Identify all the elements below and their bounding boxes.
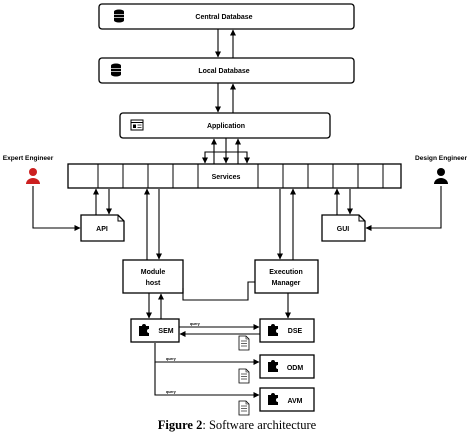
caption-text: Software architecture xyxy=(208,418,317,432)
document-icon xyxy=(238,368,250,384)
sem-label: SEM xyxy=(158,328,173,335)
execution-manager-label-line2: Manager xyxy=(272,280,301,287)
query-label-avm: query xyxy=(166,390,176,394)
window-icon xyxy=(130,119,144,131)
central-database-box: Central Database xyxy=(98,3,355,30)
manager-flow-arrows xyxy=(182,281,291,319)
gui-label: GUI xyxy=(337,226,350,233)
avm-box: AVM xyxy=(259,387,315,412)
query-label-dse: query xyxy=(190,322,200,326)
execution-manager-box: Execution Manager xyxy=(254,259,319,294)
document-icon xyxy=(238,335,250,351)
design-engineer-actor: Design Engineer xyxy=(415,155,467,184)
design-engineer-label: Design Engineer xyxy=(415,155,467,162)
avm-label: AVM xyxy=(287,398,302,405)
odm-box: ODM xyxy=(259,354,315,379)
gui-box: GUI xyxy=(321,214,366,242)
host-sem-arrows xyxy=(146,293,164,319)
dse-label: DSE xyxy=(288,328,303,335)
query-labels: query query query xyxy=(166,322,200,394)
services-label: Services xyxy=(212,174,241,181)
architecture-diagram: Central Database Local Database Applicat… xyxy=(3,3,467,416)
caption-separator: : xyxy=(202,418,209,432)
central-database-label: Central Database xyxy=(195,14,252,21)
dse-box: DSE xyxy=(259,318,315,343)
execution-manager-label-line1: Execution xyxy=(269,269,302,276)
application-label: Application xyxy=(207,123,245,130)
api-box: API xyxy=(80,214,125,242)
query-label-odm: query xyxy=(166,357,176,361)
interface-arrows xyxy=(32,186,442,231)
person-icon xyxy=(26,168,40,184)
database-icon xyxy=(111,63,121,77)
expert-engineer-actor: Expert Engineer xyxy=(3,155,54,184)
module-host-box: Module host xyxy=(122,259,184,294)
local-database-box: Local Database xyxy=(98,57,355,84)
services-module-arrows xyxy=(144,188,296,260)
sem-query-arrows xyxy=(154,324,260,398)
local-database-label: Local Database xyxy=(198,68,249,75)
document-icon xyxy=(238,400,250,416)
module-host-label-line2: host xyxy=(146,280,161,287)
api-label: API xyxy=(96,226,108,233)
person-icon xyxy=(434,168,448,184)
sem-box: SEM xyxy=(130,318,180,343)
database-icon xyxy=(114,9,124,23)
application-box: Application xyxy=(119,112,331,139)
figure-caption: Figure 2: Software architecture xyxy=(0,418,474,433)
database-sync-arrows xyxy=(215,29,236,113)
application-services-arrows xyxy=(202,138,250,164)
expert-engineer-label: Expert Engineer xyxy=(3,155,54,162)
module-host-label-line1: Module xyxy=(141,269,166,276)
odm-label: ODM xyxy=(287,365,304,372)
figure-number: Figure 2 xyxy=(157,418,203,432)
services-bar: Services xyxy=(67,163,402,189)
